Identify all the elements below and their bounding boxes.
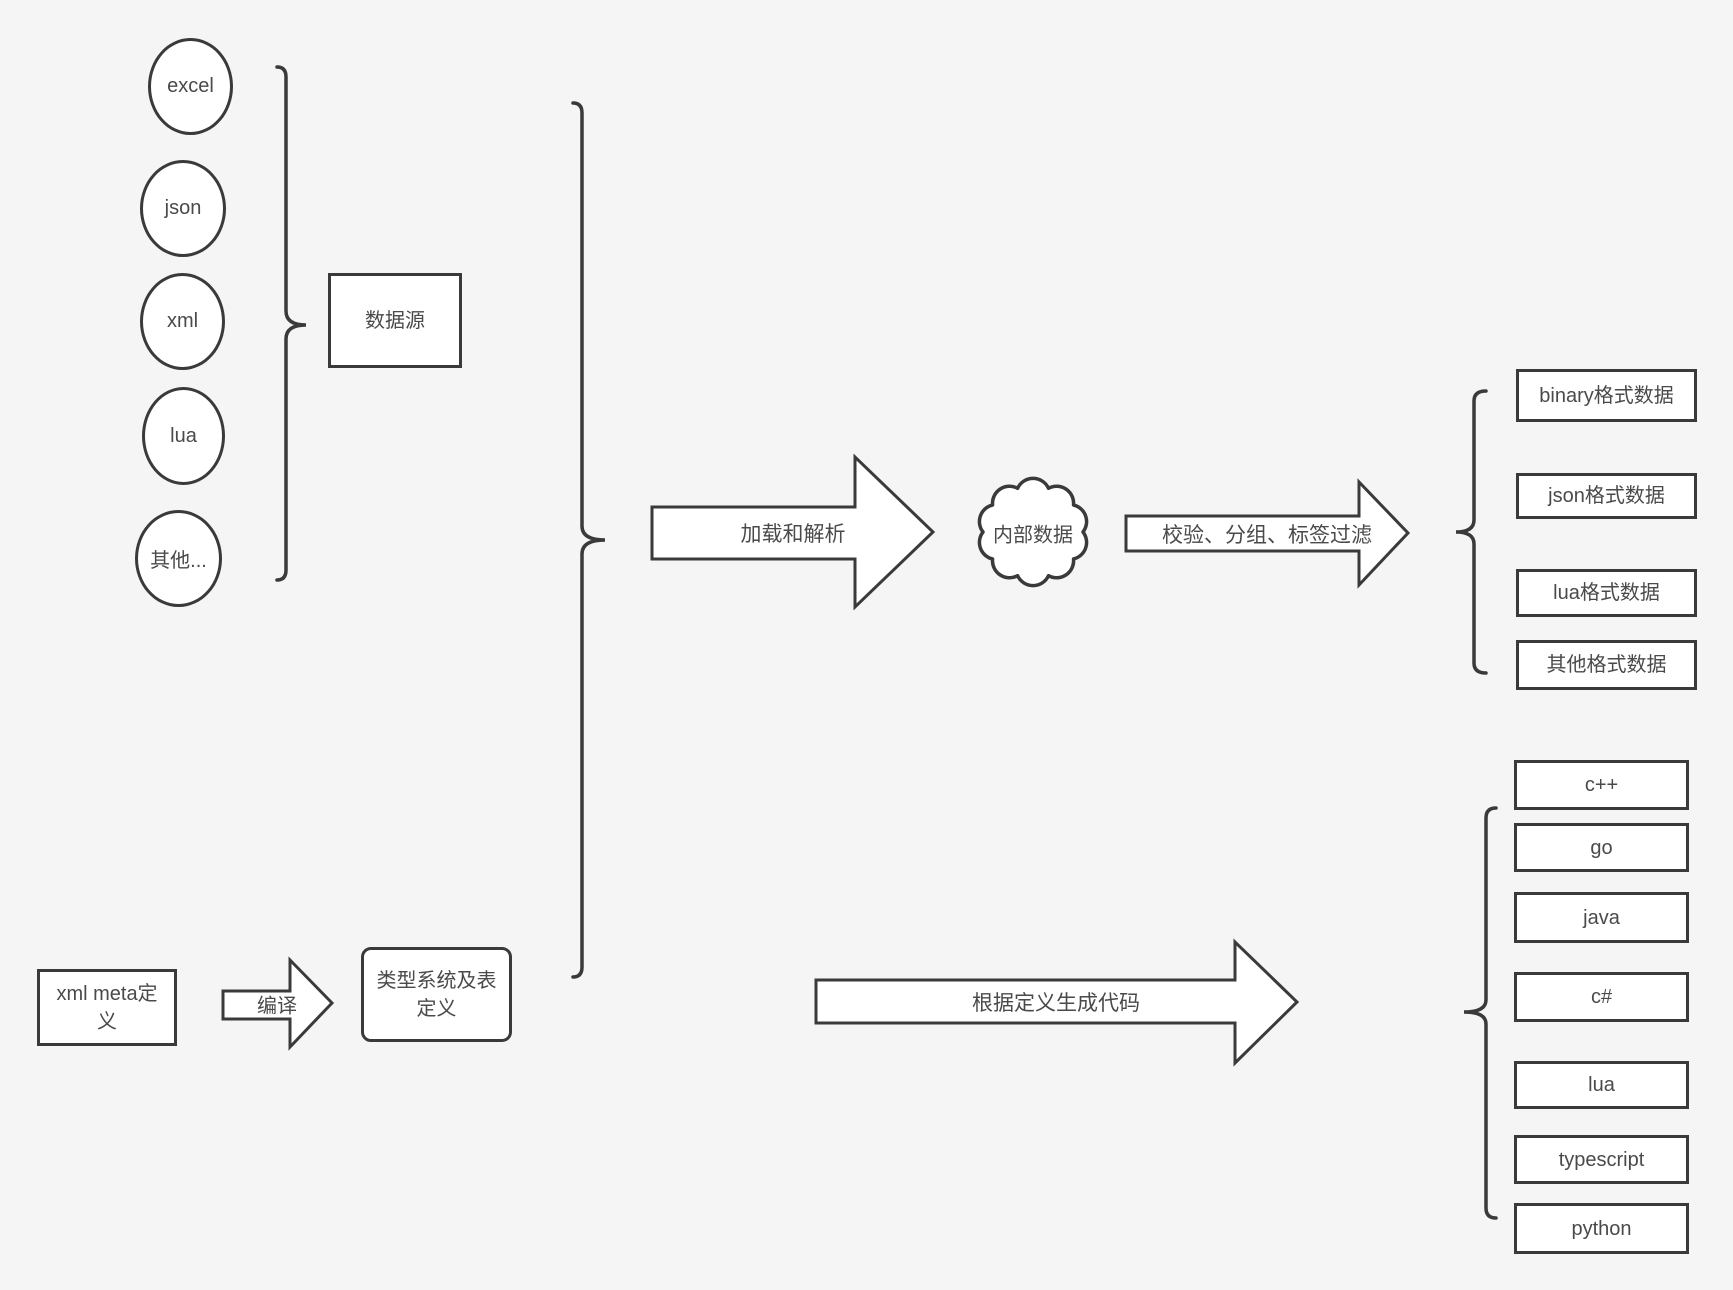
filter-arrow xyxy=(1124,478,1411,589)
codegen-arrow-label: 根据定义生成代码 xyxy=(972,992,1140,1015)
format-box-json: json格式数据 xyxy=(1516,473,1697,519)
language-box-typescript: typescript xyxy=(1514,1135,1689,1184)
language-box-cpp: c++ xyxy=(1514,760,1689,810)
compile-arrow xyxy=(221,956,335,1051)
source-node-xml: xml xyxy=(140,273,225,370)
sources-brace xyxy=(275,65,307,582)
type-system-box: 类型系统及表定义 xyxy=(361,947,512,1042)
formats-brace xyxy=(1455,389,1488,675)
filter-arrow-label: 校验、分组、标签过滤 xyxy=(1162,524,1372,547)
internal-data-cloud xyxy=(977,476,1089,588)
format-box-others: 其他格式数据 xyxy=(1516,640,1697,690)
codegen-arrow xyxy=(814,938,1300,1067)
load-parse-arrow-label: 加载和解析 xyxy=(740,523,846,546)
pipeline-brace xyxy=(571,101,606,979)
format-box-binary: binary格式数据 xyxy=(1516,369,1697,422)
format-box-lua: lua格式数据 xyxy=(1516,569,1697,617)
source-node-excel: excel xyxy=(148,38,233,135)
data-source-box: 数据源 xyxy=(328,273,462,368)
load-parse-arrow xyxy=(650,453,936,611)
internal-data-label: 内部数据 xyxy=(993,524,1073,547)
xml-meta-box: xml meta定义 xyxy=(37,969,177,1046)
language-box-go: go xyxy=(1514,823,1689,872)
compile-arrow-label: 编译 xyxy=(257,995,297,1018)
source-node-others: 其他... xyxy=(135,510,222,607)
source-node-json: json xyxy=(140,160,226,257)
languages-brace xyxy=(1463,806,1498,1220)
source-node-lua: lua xyxy=(142,387,225,485)
language-box-csharp: c# xyxy=(1514,972,1689,1022)
language-box-lua: lua xyxy=(1514,1061,1689,1109)
language-box-python: python xyxy=(1514,1203,1689,1254)
language-box-java: java xyxy=(1514,892,1689,943)
